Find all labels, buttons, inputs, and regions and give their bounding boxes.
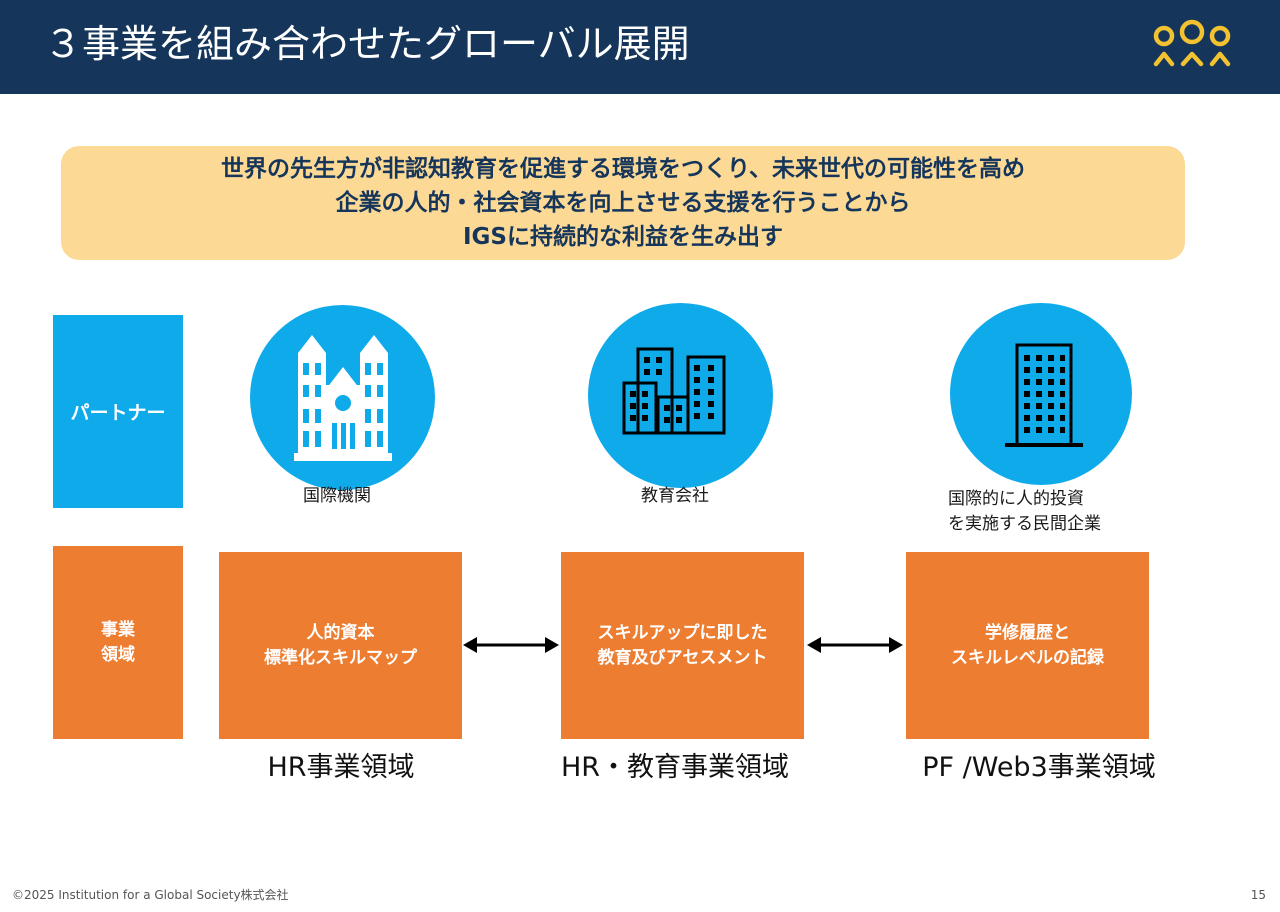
double-arrow-icon: [463, 637, 559, 653]
business-box-line-2: 標準化スキルマップ: [264, 647, 417, 668]
partner-caption-international-org: 国際機関: [303, 484, 371, 509]
slide-title: ３事業を組み合わせたグローバル展開: [44, 22, 690, 66]
business-box-hr: 人的資本 標準化スキルマップ: [219, 552, 462, 739]
business-label-pf-web3: PF /Web3事業領域: [922, 752, 1156, 783]
office-tower-icon: [1005, 343, 1083, 447]
double-arrow-icon: [807, 637, 903, 653]
business-label-hr-education: HR・教育事業領域: [560, 752, 790, 783]
mission-line-2: 企業の人的・社会資本を向上させる支援を行うことから: [335, 190, 911, 216]
mission-banner: 世界の先生方が非認知教育を促進する環境をつくり、未来世代の可能性を高め 企業の人…: [61, 146, 1185, 260]
page-number: 15: [1250, 888, 1266, 902]
business-row-label-line1: 事業: [101, 619, 135, 640]
caption-line-1: 国際的に人的投資: [948, 489, 1084, 509]
slide-header: ３事業を組み合わせたグローバル展開: [0, 0, 1280, 94]
business-box-hr-education: スキルアップに即した 教育及びアセスメント: [561, 552, 804, 739]
partner-row-label: パートナー: [53, 315, 183, 508]
partner-circle-education-company: [588, 303, 773, 488]
partner-row-label-text: パートナー: [70, 402, 166, 424]
igs-people-logo-icon: [1153, 19, 1231, 67]
partner-caption-private-company: 国際的に人的投資 を実施する民間企業: [948, 487, 1101, 537]
business-box-line-1: スキルアップに即した: [597, 622, 768, 643]
partner-caption-education-company: 教育会社: [641, 484, 709, 509]
business-box-pf-web3: 学修履歴と スキルレベルの記録: [906, 552, 1149, 739]
mission-line-1: 世界の先生方が非認知教育を促進する環境をつくり、未来世代の可能性を高め: [220, 156, 1026, 182]
caption-line: 教育会社: [641, 486, 709, 506]
business-box-line-1: 人的資本: [306, 622, 375, 643]
city-buildings-icon: [622, 347, 726, 435]
caption-line-2: を実施する民間企業: [948, 514, 1101, 534]
business-row-label: 事業 領域: [53, 546, 183, 739]
partner-circle-international-org: [250, 305, 435, 490]
partner-circle-private-company: [950, 303, 1132, 485]
business-box-line-2: スキルレベルの記録: [951, 647, 1104, 668]
copyright-text: ©2025 Institution for a Global Society株式…: [12, 888, 289, 902]
institution-building-icon: [294, 335, 392, 461]
mission-line-3: IGSに持続的な利益を生み出す: [462, 224, 783, 250]
business-label-hr: HR事業領域: [267, 752, 415, 783]
business-box-line-1: 学修履歴と: [985, 622, 1070, 643]
business-box-line-2: 教育及びアセスメント: [597, 647, 768, 668]
business-row-label-line2: 領域: [101, 644, 135, 665]
caption-line: 国際機関: [303, 486, 371, 506]
